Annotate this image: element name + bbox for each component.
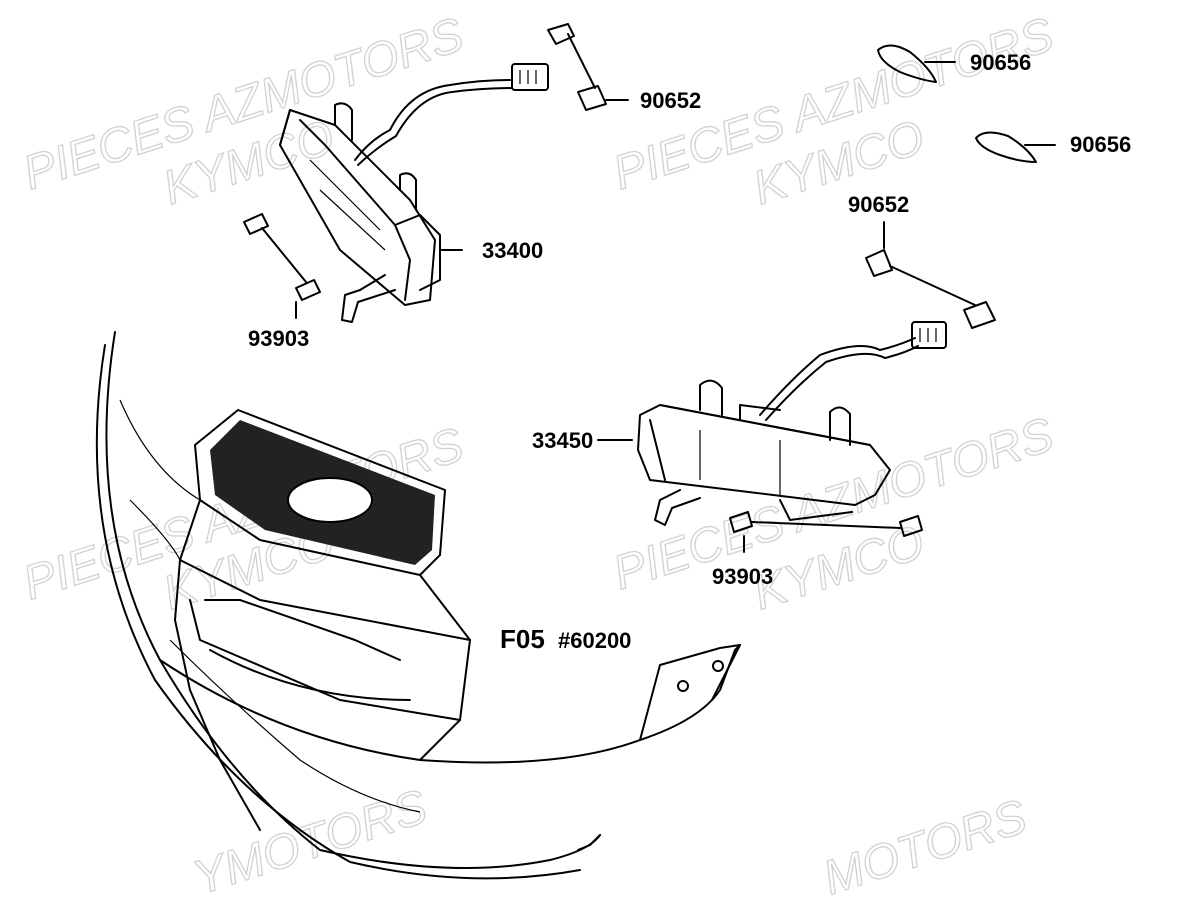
right-clip-pair <box>865 221 996 329</box>
watermark-ymotors: YMOTORS <box>187 780 433 900</box>
callout-33450: 33450 <box>532 428 593 453</box>
left-position-lamp <box>279 63 549 323</box>
callout-90652-right: 90652 <box>848 192 909 217</box>
callout-93903-right: 93903 <box>712 564 773 589</box>
cable-band-bottom <box>975 131 1056 163</box>
front-cover-panel <box>95 331 741 880</box>
callout-90656-top: 90656 <box>970 50 1031 75</box>
callout-93903-left: 93903 <box>248 326 309 351</box>
right-screw-pair <box>729 511 923 553</box>
callout-f05-ref: F05 <box>500 624 545 654</box>
left-screw-pair <box>243 213 321 319</box>
left-clip-pair <box>547 23 629 111</box>
watermark-layer: PIECES AZMOTORS KYMCO PIECES AZMOTORS KY… <box>16 8 1060 900</box>
callout-90656-bottom: 90656 <box>1070 132 1131 157</box>
callout-f05-number: #60200 <box>558 628 631 653</box>
right-position-lamp <box>637 321 947 526</box>
callout-90652-top: 90652 <box>640 88 701 113</box>
callout-33400: 33400 <box>482 238 543 263</box>
watermark-motors: MOTORS <box>817 790 1033 900</box>
cable-band-top <box>877 44 956 83</box>
